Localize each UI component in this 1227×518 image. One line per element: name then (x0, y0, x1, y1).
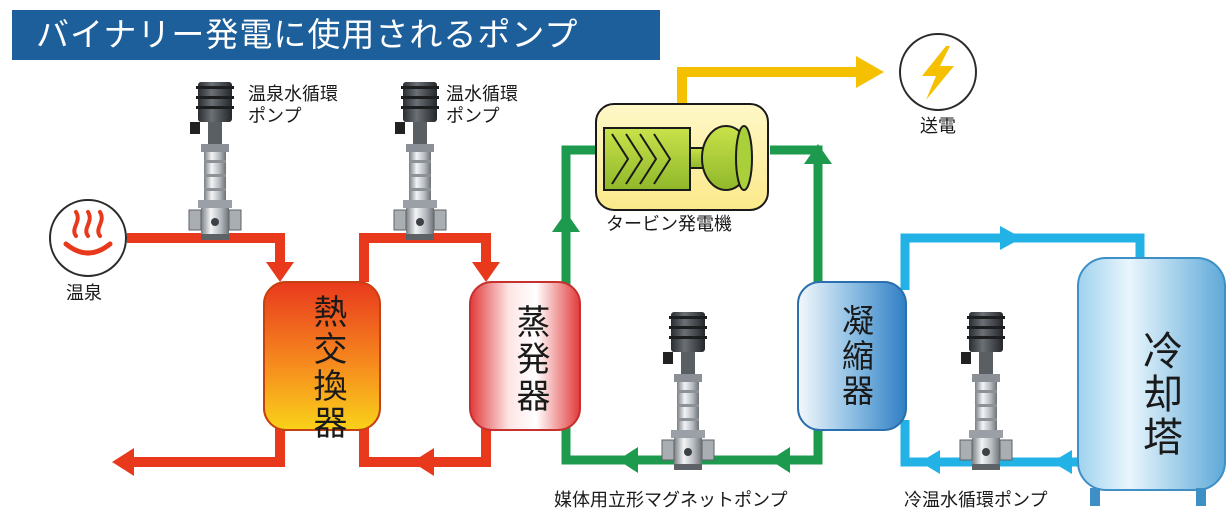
hot-line-spring-to-heatx (127, 233, 285, 272)
turbine-label: タービン発電機 (606, 214, 732, 235)
cooling-tower-vessel (1077, 257, 1226, 506)
lightning-icon (899, 33, 977, 111)
onsen-label: 温泉 (66, 283, 102, 304)
heat-exchanger-vessel (263, 281, 381, 431)
hot-spring-icon (49, 199, 127, 277)
media-magnet-pump (661, 311, 715, 471)
onsen-circulation-pump (188, 81, 242, 241)
page-title: バイナリー発電に使用されるポンプ (12, 10, 660, 60)
cold-arrowheads (920, 226, 1072, 474)
hot-line-heatx-outlet (120, 420, 285, 467)
hotwater-pump-label-line2: ポンプ (446, 106, 500, 127)
onsen-pump-label-line2: ポンプ (248, 106, 302, 127)
power-line (677, 56, 884, 104)
turbine-generator (595, 103, 769, 211)
heat-exchanger-label: 熱交換器 (307, 294, 347, 442)
hotwater-circulation-pump (393, 81, 447, 241)
media-arrowheads (552, 144, 832, 473)
onsen-pump-label-line1: 温泉水循環 (248, 84, 338, 105)
media-pump-label: 媒体用立形マグネットポンプ (554, 490, 788, 511)
evaporator-label: 蒸発器 (510, 304, 550, 415)
cold-water-circulation-pump (959, 311, 1013, 471)
hot-arrowheads (112, 262, 500, 476)
hot-line-loop-top (359, 233, 491, 282)
cold-pump-label: 冷温水循環ポンプ (904, 490, 1048, 511)
evaporator-vessel (469, 281, 581, 431)
cold-water-circuit (900, 233, 1145, 467)
condenser-label: 凝縮器 (837, 304, 875, 409)
cooling-tower-label: 冷却塔 (1136, 330, 1182, 459)
transmission-label: 送電 (920, 116, 956, 137)
hotwater-pump-label-line1: 温水循環 (446, 84, 518, 105)
condenser-vessel (797, 281, 907, 431)
